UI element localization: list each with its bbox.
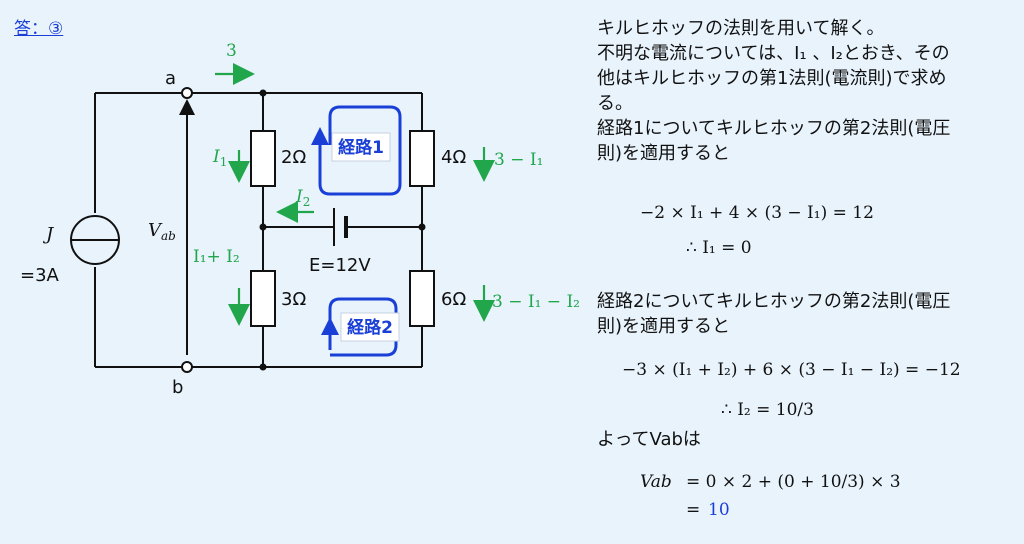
explanation-line-3: 他はキルヒホッフの第1法則(電流則)で求め [597, 68, 947, 89]
loop2-label: 経路2 [347, 317, 393, 338]
loop-labels: 経路1 経路2 [331, 132, 400, 342]
explanation-line-9: よってVabは [597, 429, 701, 450]
equation-2: −3 × (I₁ + I₂) + 6 × (3 − I₁ − I₂) = −12 [622, 360, 961, 380]
wires [94, 92, 423, 368]
explanation-line-1: キルヒホッフの法則を用いて解く。 [597, 18, 885, 39]
answer-label[interactable]: 答：③ [14, 19, 64, 39]
current-I1-label: I1 [212, 147, 227, 169]
junction-dots [259, 89, 426, 371]
resistor-2ohm-label: 2Ω [281, 147, 306, 168]
emf-label: E=12V [309, 255, 371, 276]
resistors [250, 130, 435, 327]
resistor-3ohm-label: 3Ω [281, 289, 306, 310]
explanation-line-7: 経路2についてキルヒホッフの第2法則(電圧 [597, 291, 951, 312]
source-J-label: J [42, 224, 55, 245]
current-top-label: 3 [226, 41, 237, 61]
explanation-line-6: 則)を適用すると [597, 143, 731, 164]
vab-rhs: = 0 × 2 + (0 + 10/3) × 3 [686, 472, 901, 492]
explanation-line-5: 経路1についてキルヒホッフの第2法則(電圧 [597, 118, 951, 139]
vab-final-value: 10 [708, 500, 730, 520]
current-labels: 3 I1 I2 I₁+ I₂ 3 − I₁ 3 − I₁ − I₂ [193, 41, 580, 312]
resistor-4ohm [409, 130, 435, 187]
explanation-line-4: る。 [597, 93, 633, 114]
equation-2-result: ∴ I₂ = 10/3 [721, 400, 814, 420]
source-J-value: =3A [20, 265, 60, 286]
current-4ohm-label: 3 − I₁ [494, 150, 543, 170]
resistor-2ohm [250, 130, 276, 187]
current-source-J [70, 215, 120, 265]
resistor-4ohm-label: 4Ω [441, 147, 466, 168]
explanation-line-8: 則)を適用すると [597, 316, 731, 337]
vab-lhs: Vab [640, 472, 672, 492]
resistor-3ohm [250, 270, 276, 327]
resistor-6ohm-label: 6Ω [441, 289, 466, 310]
resistor-6ohm [409, 270, 435, 327]
current-I2-label: I2 [295, 187, 310, 209]
node-a-label: a [165, 68, 176, 89]
equation-1: −2 × I₁ + 4 × (3 − I₁) = 12 [640, 203, 874, 223]
terminals [181, 87, 193, 373]
current-6ohm-label: 3 − I₁ − I₂ [492, 292, 580, 312]
vab-label: Vab [148, 220, 176, 243]
loop1-label: 経路1 [338, 137, 384, 158]
battery-E [333, 208, 348, 246]
equation-1-result: ∴ I₁ = 0 [686, 238, 752, 258]
explanation-line-2: 不明な電流については、I₁ 、I₂とおき、その [597, 43, 950, 64]
node-b-label: b [172, 377, 183, 398]
current-I1-plus-I2-label: I₁+ I₂ [193, 247, 240, 267]
vab-final-eq: = [686, 500, 701, 520]
current-arrows [215, 63, 495, 326]
circuit-labels: a b 2Ω 4Ω 3Ω 6Ω E=12V =3A J Vab [20, 68, 466, 398]
circuit-diagram: 経路1 経路2 a b 2Ω 4Ω 3Ω 6Ω E=12V =3A J Vab … [20, 41, 580, 398]
loop-paths [311, 105, 402, 357]
